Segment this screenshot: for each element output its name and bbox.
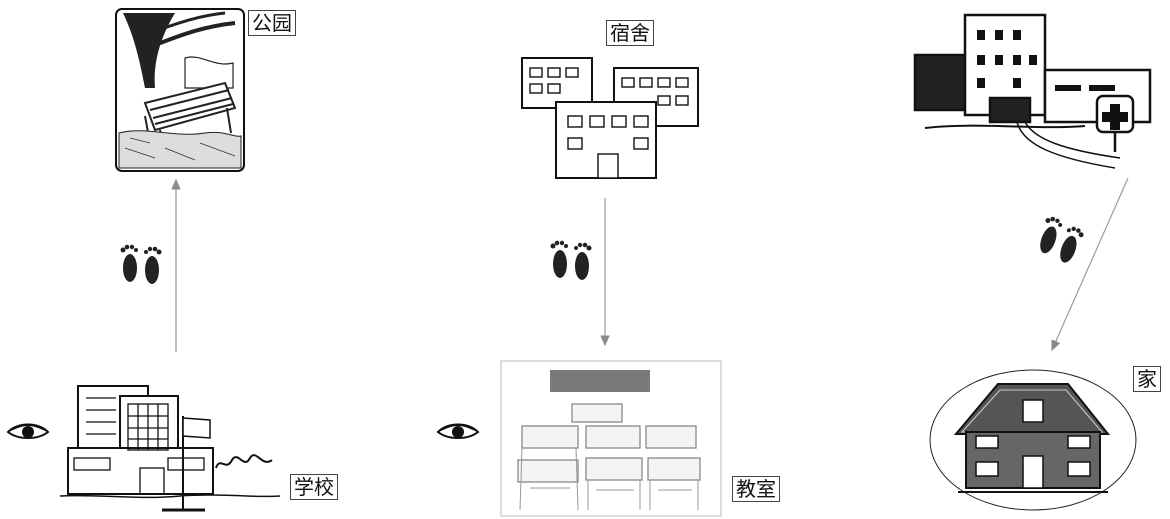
hospital-node — [905, 10, 1165, 180]
footprints-icon — [1040, 216, 1084, 263]
home-label: 家 — [1133, 366, 1161, 392]
classroom-illustration — [500, 360, 722, 517]
school-label: 学校 — [290, 474, 338, 500]
park-illustration — [115, 8, 245, 172]
footprints-icon — [120, 244, 162, 284]
arrow-hospital-to-home — [1051, 177, 1129, 352]
dormitory-illustration — [521, 57, 699, 179]
hospital-cross-sign — [1095, 94, 1135, 152]
footprints-icon — [550, 240, 592, 280]
blackboard — [550, 370, 650, 392]
eye-icon — [436, 423, 480, 439]
school-illustration — [59, 385, 281, 512]
home-node: 家 — [928, 362, 1168, 517]
dormitory-label: 宿舍 — [606, 20, 654, 46]
classroom-label: 教室 — [732, 476, 780, 502]
classroom-node: 教室 — [500, 360, 800, 518]
home-illustration — [929, 369, 1137, 511]
school-node: 学校 — [59, 376, 360, 516]
dormitory-node: 宿舍 — [518, 20, 708, 190]
park-label: 公园 — [248, 10, 296, 36]
hospital-illustration — [913, 13, 1152, 169]
eye-icon — [6, 423, 50, 439]
park-node: 公园 — [115, 8, 305, 178]
